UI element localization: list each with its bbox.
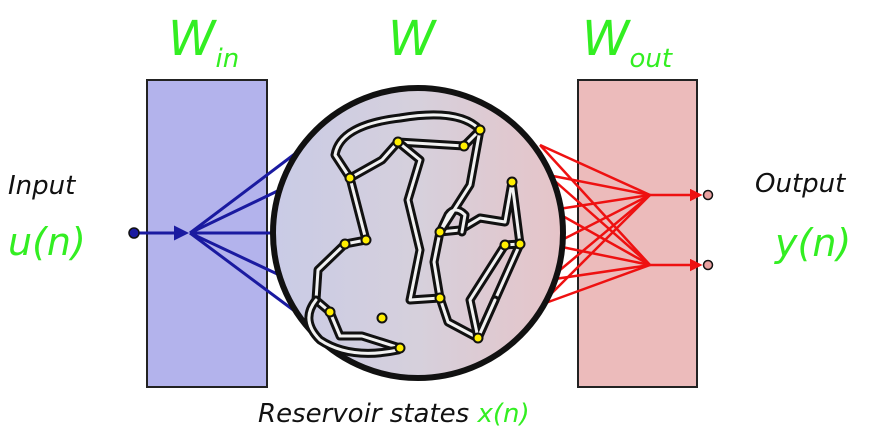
input-node-icon: [128, 227, 140, 239]
w-label: W: [388, 11, 437, 67]
input-signal: u(n): [8, 220, 86, 264]
reservoir-caption: Reservoir states x(n): [258, 399, 530, 429]
w-in-label: Win: [168, 11, 239, 74]
output-signal: y(n): [774, 221, 851, 265]
input-connections: [135, 148, 301, 317]
input-title: Input: [8, 171, 76, 201]
output-weight-panel: [577, 79, 698, 388]
output-title: Output: [755, 169, 846, 199]
output-connections: [539, 143, 703, 307]
w-out-label: Wout: [582, 11, 673, 74]
reservoir-nodes: [324, 124, 526, 354]
output-node-icon: [702, 259, 714, 271]
output-node-icon: [702, 189, 714, 201]
